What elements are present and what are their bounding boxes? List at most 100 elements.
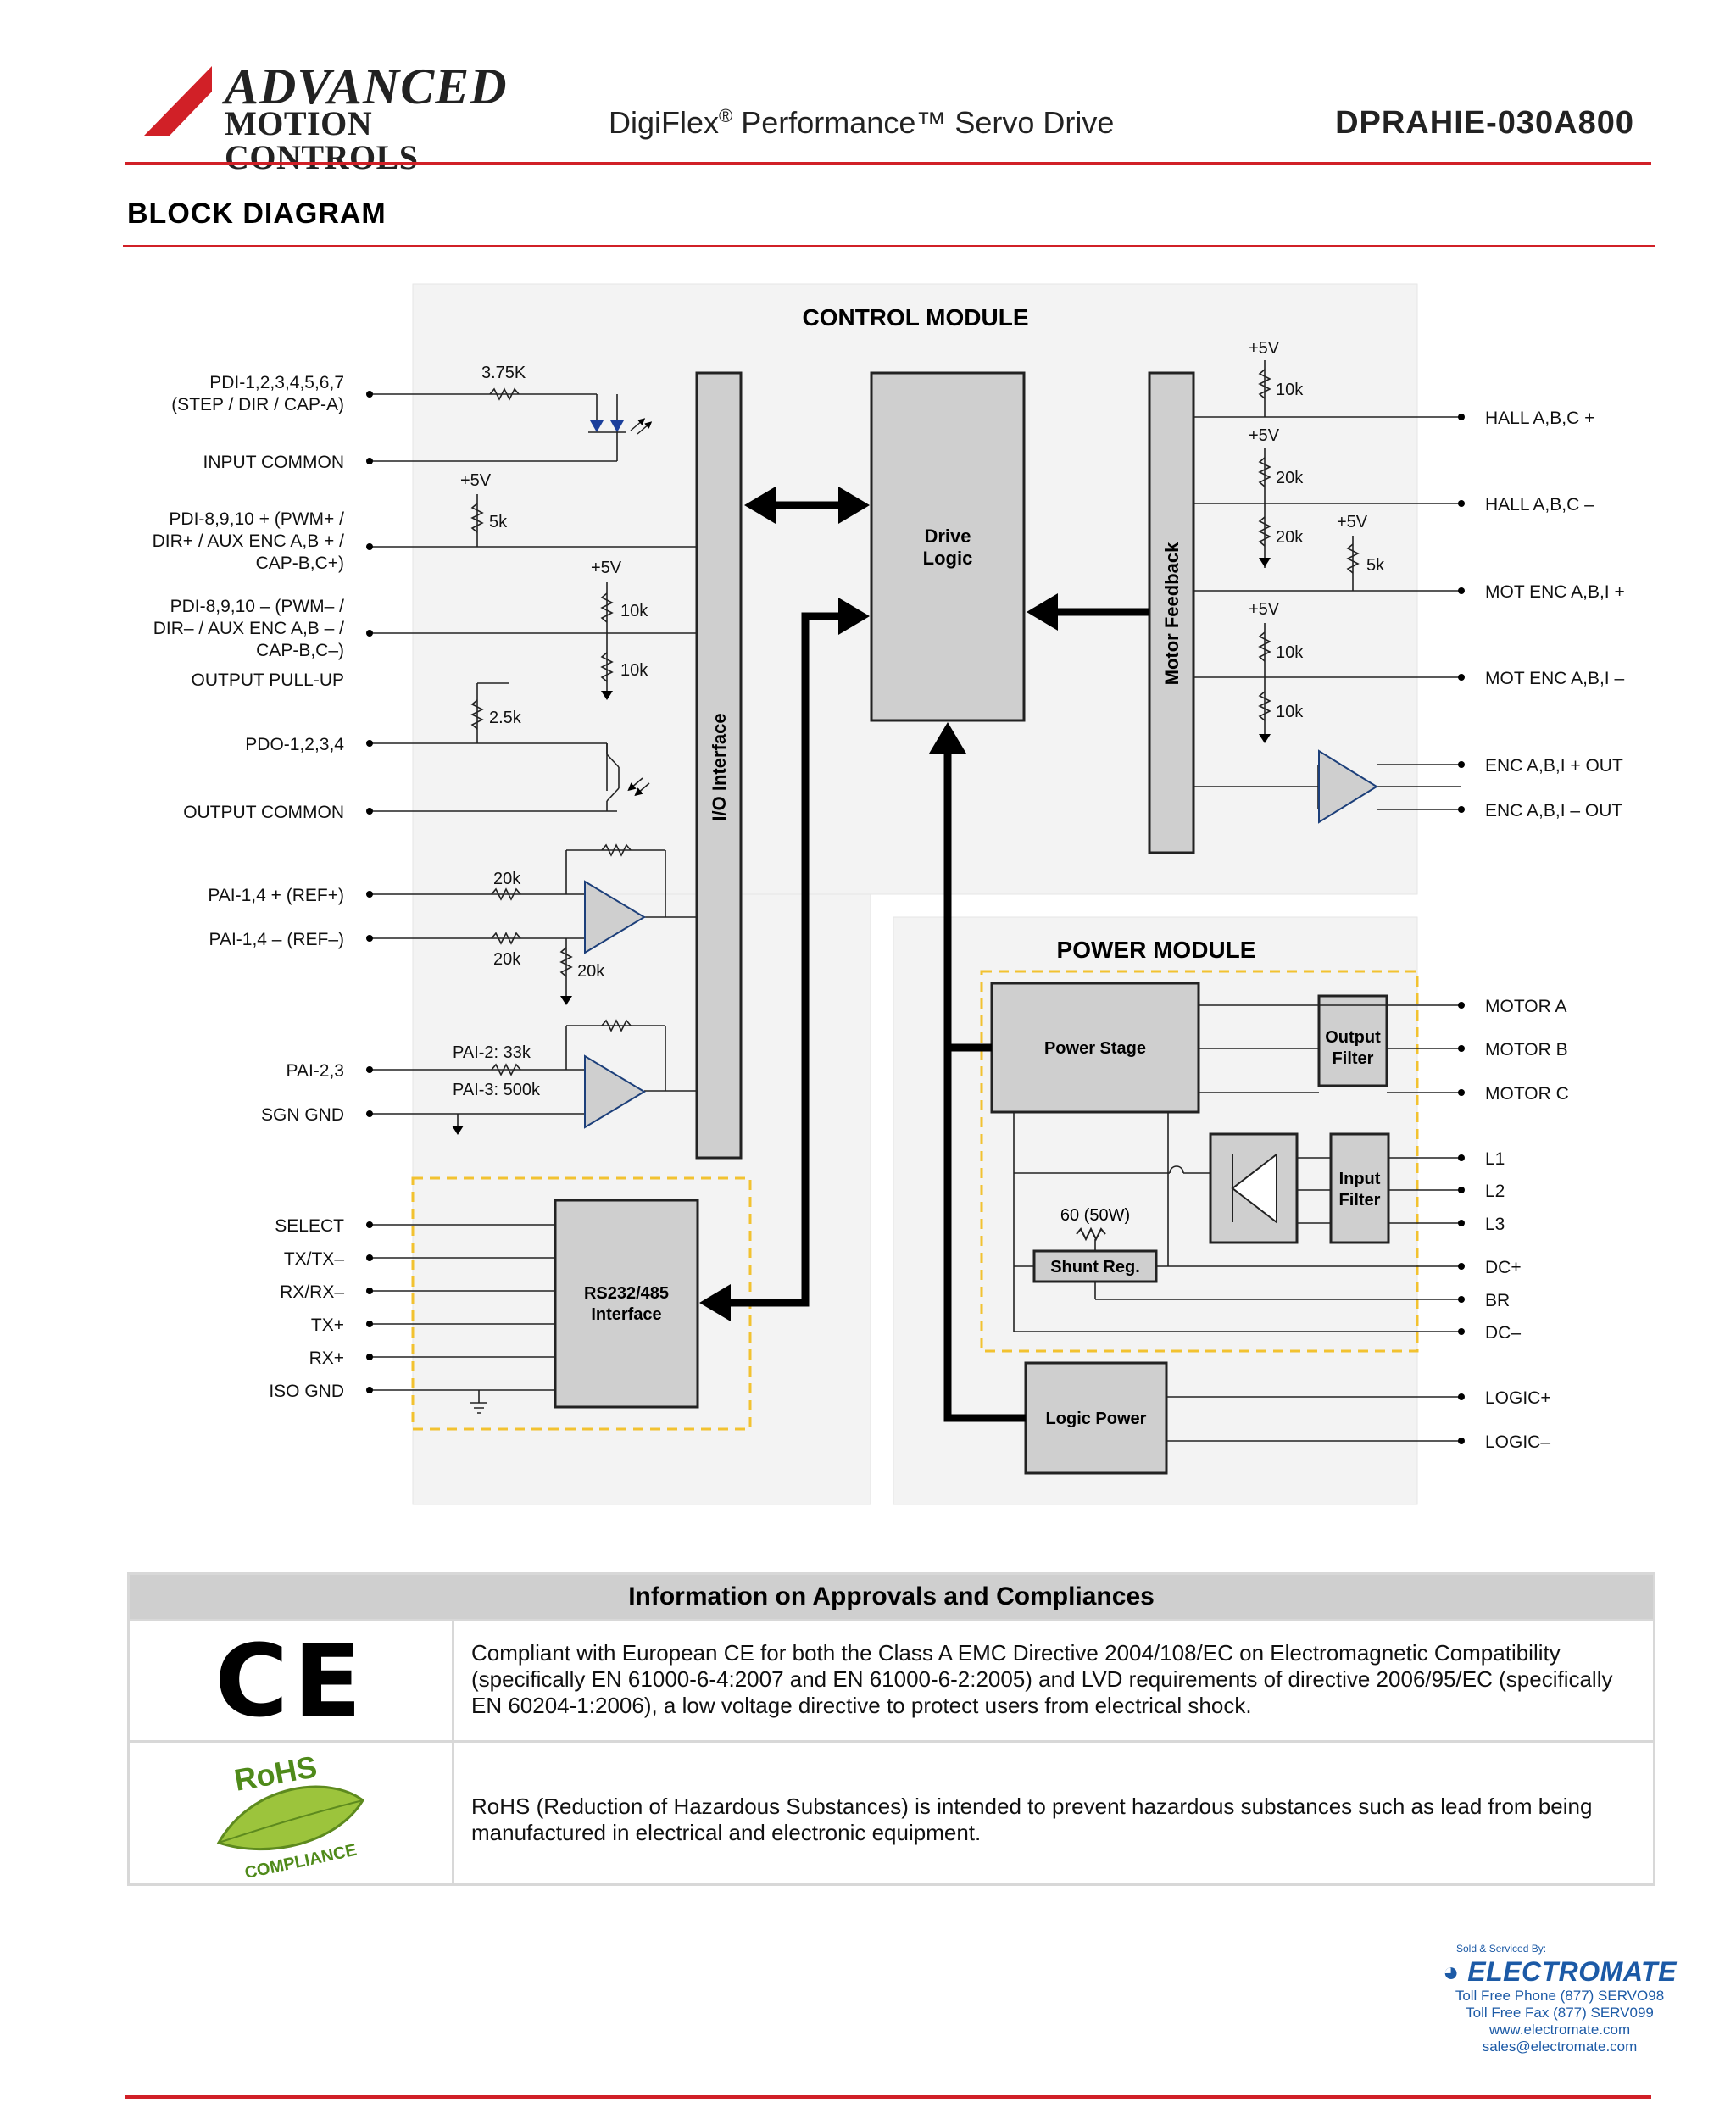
res-20k-3: 20k bbox=[577, 962, 605, 981]
motor-feedback-block bbox=[1148, 371, 1195, 854]
input-filter-block bbox=[1329, 1132, 1390, 1244]
label-l3: L3 bbox=[1485, 1215, 1505, 1234]
footer-email[interactable]: sales@electromate.com bbox=[1482, 2038, 1638, 2055]
v5-label-3: +5V bbox=[1249, 339, 1280, 358]
res-5k-left: 5k bbox=[489, 513, 508, 531]
label-sgn-gnd: SGN GND bbox=[261, 1105, 344, 1125]
label-pdi8m-a: PDI-8,9,10 – (PWM– / bbox=[170, 597, 345, 616]
label-pdi8p-c: CAP-B,C+) bbox=[256, 553, 344, 573]
rs232-label-1: RS232/485 bbox=[584, 1284, 669, 1303]
label-motor-b: MOTOR B bbox=[1485, 1040, 1568, 1060]
v5-label-1: +5V bbox=[460, 471, 492, 490]
ce-mark-cell: CE bbox=[130, 1621, 454, 1740]
optocoupler-icon bbox=[588, 418, 653, 435]
input-filter-label-1: Input bbox=[1339, 1170, 1381, 1188]
block-diagram: CONTROL MODULE POWER MODULE I/O Interfac… bbox=[153, 283, 1625, 1505]
label-enc-out-minus: ENC A,B,I – OUT bbox=[1485, 801, 1622, 820]
drive-logic-label-1: Drive bbox=[924, 526, 971, 547]
ce-mark-icon: CE bbox=[214, 1622, 367, 1739]
label-motor-c: MOTOR C bbox=[1485, 1084, 1569, 1104]
ce-row: CE Compliant with European CE for both t… bbox=[130, 1619, 1653, 1740]
power-drive-bus-arrow bbox=[929, 722, 1026, 1422]
v5-label-5: +5V bbox=[1337, 513, 1368, 531]
compliance-table-title: Information on Approvals and Compliances bbox=[130, 1575, 1653, 1619]
compliance-table: Information on Approvals and Compliances… bbox=[127, 1572, 1655, 1886]
label-rx-plus: RX+ bbox=[309, 1349, 344, 1368]
footer-web[interactable]: www.electromate.com bbox=[1488, 2022, 1631, 2038]
label-pdi8m-b: DIR– / AUX ENC A,B – / bbox=[153, 619, 344, 638]
power-stage-label: Power Stage bbox=[1044, 1039, 1146, 1058]
label-pdi8p-b: DIR+ / AUX ENC A,B + / bbox=[153, 531, 345, 551]
label-pai14p: PAI-1,4 + (REF+) bbox=[208, 886, 344, 905]
header-divider bbox=[125, 162, 1651, 165]
label-dc-minus: DC– bbox=[1485, 1323, 1521, 1343]
label-logic-minus: LOGIC– bbox=[1485, 1432, 1550, 1452]
label-pdi8p-a: PDI-8,9,10 + (PWM+ / bbox=[169, 509, 344, 529]
power-module-title: POWER MODULE bbox=[1057, 937, 1256, 963]
res-20k-5: 20k bbox=[1276, 528, 1304, 547]
label-pdi1-b: (STEP / DIR / CAP-A) bbox=[171, 395, 344, 414]
label-mot-enc-plus: MOT ENC A,B,I + bbox=[1485, 582, 1625, 602]
rohs-logo-cell: RoHS COMPLIANCE bbox=[130, 1743, 454, 1883]
phototransistor-icon bbox=[606, 743, 650, 811]
control-module-title: CONTROL MODULE bbox=[802, 304, 1028, 331]
model-number: DPRAHIE-030A800 bbox=[1335, 105, 1634, 141]
label-motor-a: MOTOR A bbox=[1485, 997, 1566, 1016]
res-5k-right: 5k bbox=[1366, 556, 1385, 575]
rs232-block bbox=[554, 1199, 699, 1409]
feedback-drive-arrow bbox=[1027, 593, 1149, 631]
label-output-pullup: OUTPUT PULL-UP bbox=[192, 670, 344, 690]
input-filter-label-2: Filter bbox=[1339, 1191, 1381, 1210]
res-10k-3: 10k bbox=[1276, 381, 1304, 399]
io-interface-label: I/O Interface bbox=[709, 713, 730, 820]
res-20k-2: 20k bbox=[493, 950, 521, 969]
v5-label-6: +5V bbox=[1249, 600, 1280, 619]
label-hall-plus: HALL A,B,C + bbox=[1485, 409, 1594, 428]
shunt-reg-label: Shunt Reg. bbox=[1050, 1258, 1140, 1276]
res-10k-5: 10k bbox=[1276, 703, 1304, 721]
label-hall-minus: HALL A,B,C – bbox=[1485, 495, 1594, 514]
motor-feedback-label: Motor Feedback bbox=[1161, 542, 1182, 685]
res-pai3: PAI-3: 500k bbox=[453, 1081, 541, 1099]
section-divider bbox=[123, 245, 1655, 247]
label-dc-plus: DC+ bbox=[1485, 1258, 1522, 1277]
label-br: BR bbox=[1485, 1291, 1510, 1310]
res-25k: 2.5k bbox=[489, 709, 522, 727]
v5-label-4: +5V bbox=[1249, 426, 1280, 445]
logo-line2: MOTION CONTROLS bbox=[225, 104, 419, 176]
drive-logic-block bbox=[870, 371, 1026, 722]
rohs-row: RoHS COMPLIANCE RoHS (Reduction of Hazar… bbox=[130, 1740, 1653, 1883]
label-output-common: OUTPUT COMMON bbox=[183, 803, 344, 822]
rectifier-diode-icon bbox=[1231, 1152, 1277, 1225]
res-pai2: PAI-2: 33k bbox=[453, 1043, 531, 1062]
company-logo: ADVANCED MOTION CONTROLS bbox=[144, 61, 559, 175]
rs232-label-2: Interface bbox=[591, 1305, 661, 1324]
footer-fax: Toll Free Fax (877) SERV099 bbox=[1466, 2005, 1654, 2021]
io-drive-bus-arrow bbox=[744, 487, 870, 524]
label-mot-enc-minus: MOT ENC A,B,I – bbox=[1485, 669, 1624, 688]
logic-power-block bbox=[1024, 1361, 1168, 1475]
opamp-ref-icon bbox=[584, 880, 646, 954]
logic-power-label: Logic Power bbox=[1046, 1410, 1147, 1428]
label-enc-out-plus: ENC A,B,I + OUT bbox=[1485, 756, 1623, 776]
logo-triangle-icon bbox=[144, 66, 212, 136]
rohs-text: RoHS (Reduction of Hazardous Substances)… bbox=[471, 1794, 1593, 1845]
v5-label-2: +5V bbox=[591, 559, 622, 577]
section-title: BLOCK DIAGRAM bbox=[127, 197, 387, 230]
sold-by-label: Sold & Serviced By: bbox=[1456, 1943, 1547, 1955]
rohs-leaf-icon: RoHS COMPLIANCE bbox=[216, 1749, 364, 1877]
res-10k-4: 10k bbox=[1276, 643, 1304, 662]
label-tx-plus: TX+ bbox=[311, 1315, 344, 1335]
label-rx-minus: RX/RX– bbox=[280, 1282, 344, 1302]
label-pdi8m-c: CAP-B,C–) bbox=[256, 641, 344, 660]
electromate-logo-icon: ◕ bbox=[1443, 1956, 1468, 1987]
res-20k-1: 20k bbox=[493, 870, 521, 888]
shunt-resistor-label: 60 (50W) bbox=[1060, 1206, 1130, 1225]
res-10k-1: 10k bbox=[620, 602, 648, 620]
label-input-common: INPUT COMMON bbox=[203, 453, 344, 472]
drive-logic-label-2: Logic bbox=[923, 548, 973, 569]
product-title: DigiFlex® Performance™ Servo Drive bbox=[609, 105, 1115, 140]
label-pai23: PAI-2,3 bbox=[287, 1061, 344, 1081]
label-select: SELECT bbox=[275, 1216, 344, 1236]
footer-divider bbox=[125, 2095, 1651, 2099]
